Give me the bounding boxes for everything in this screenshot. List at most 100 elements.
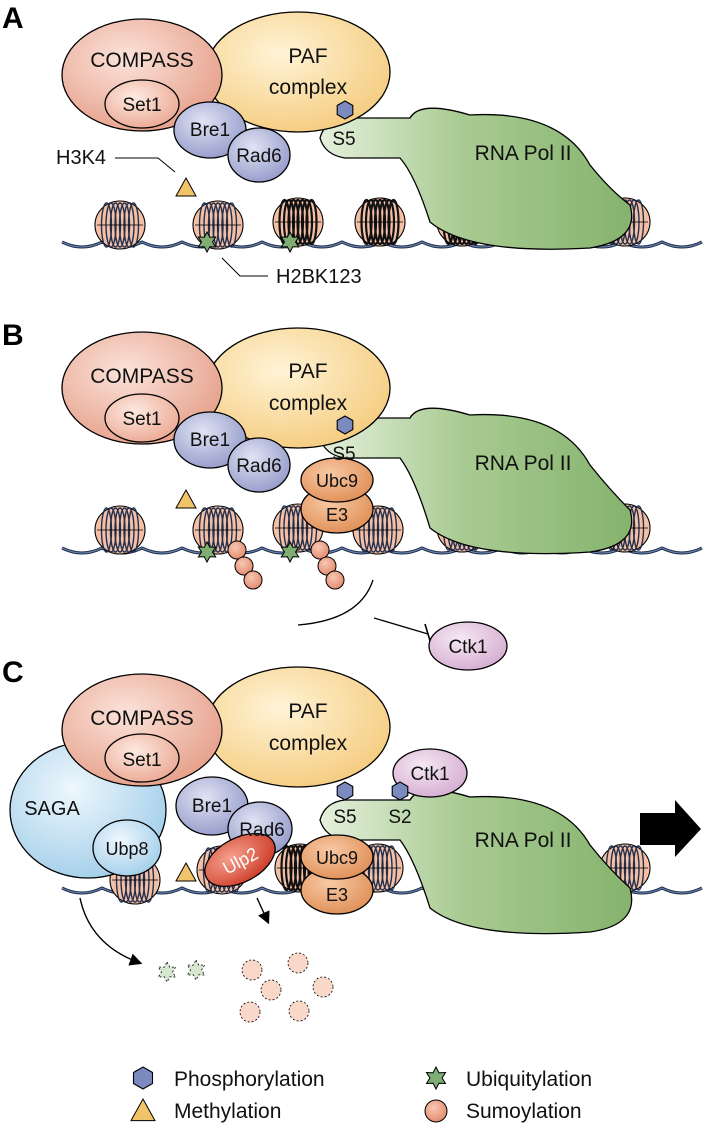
released-sumo — [287, 952, 309, 974]
nucleosome — [354, 197, 406, 247]
nucleosome — [94, 505, 146, 555]
s2-label: S2 — [388, 807, 411, 828]
phosphorylation-mark — [336, 415, 354, 435]
set1 — [104, 393, 180, 443]
paf-label-line1: PAF — [288, 45, 327, 68]
inhibition-arc — [297, 579, 374, 626]
legend-sumoylation: Sumoylation — [466, 1100, 582, 1123]
s5-label: S5 — [333, 807, 356, 828]
legend-phosphorylation: Phosphorylation — [174, 1068, 325, 1091]
ubiquitylation-mark — [280, 540, 300, 564]
released-ubiquitin — [186, 959, 206, 981]
released-sumo — [241, 959, 263, 981]
methylation-mark — [175, 861, 197, 882]
compass-label: COMPASS — [90, 707, 193, 730]
compass-complex — [61, 331, 223, 445]
bre1-label: Bre1 — [192, 796, 232, 817]
bre1-label: Bre1 — [190, 430, 230, 451]
rna-pol-ii-body — [319, 107, 633, 250]
legend-methylation: Methylation — [174, 1100, 281, 1123]
s5-label: S5 — [332, 129, 355, 150]
sumo-mark — [310, 540, 330, 560]
released-sumo — [260, 979, 282, 1001]
rad6-label: Rad6 — [236, 146, 281, 167]
phosphorylation-legend-icon — [132, 1066, 154, 1090]
legend-ubiquitylation: Ubiquitylation — [466, 1068, 592, 1091]
phosphorylation-mark — [336, 781, 354, 801]
saga-label: SAGA — [24, 798, 80, 820]
rna-pol-ii-label: RNA Pol II — [475, 829, 572, 852]
paf-label-line2: complex — [269, 76, 348, 99]
ctk1-label: Ctk1 — [410, 764, 449, 785]
ubc9 — [300, 834, 374, 880]
sumo-mark — [325, 570, 345, 590]
rad6 — [227, 127, 291, 183]
desumoylation-arrow — [256, 897, 270, 925]
ctk1 — [392, 748, 468, 798]
methylation-mark — [175, 488, 197, 509]
set1 — [104, 79, 180, 129]
paf-label-line2: complex — [269, 732, 348, 755]
methylation-mark — [175, 176, 197, 197]
ubc9 — [300, 457, 374, 503]
ubiquitylation-mark — [280, 230, 300, 254]
panel-letter-a: A — [2, 2, 24, 35]
released-sumo — [288, 1000, 310, 1022]
nucleosome — [272, 197, 324, 247]
ubiquitylation-mark — [197, 540, 217, 564]
rad6-label: Rad6 — [236, 456, 281, 477]
paf-label-line1: PAF — [288, 700, 327, 723]
legend: Phosphorylation Methylation Ubiquitylati… — [130, 1065, 592, 1123]
ubiquitylation-mark — [197, 230, 217, 254]
phosphorylation-mark — [391, 781, 409, 801]
h2bk123-leader-line — [221, 257, 268, 277]
panel-c: C COMPASS Set1 PAF complex SAGA Ubp8 — [2, 656, 703, 1023]
ubiquitylation-legend-icon — [425, 1065, 447, 1091]
released-sumo — [239, 1001, 261, 1023]
elongation-arrow — [640, 800, 701, 857]
ubp8-label: Ubp8 — [105, 839, 148, 859]
rna-pol-ii-label: RNA Pol II — [475, 452, 572, 475]
panel-b: B COMPASS Set1 PAF complex Bre1 Rad6 S5 … — [2, 319, 703, 671]
sumo-mark — [227, 540, 247, 560]
compass-label: COMPASS — [90, 49, 193, 72]
ctk1-label: Ctk1 — [448, 637, 487, 658]
paf-complex — [205, 666, 391, 788]
paf-label-line1: PAF — [288, 360, 327, 383]
ubc9-label: Ubc9 — [316, 848, 358, 868]
nucleosome — [192, 200, 244, 250]
panel-a: A COMPASS Set1 PAF complex Bre1 Rad6 S5 … — [2, 2, 703, 288]
set1-label: Set1 — [122, 409, 161, 430]
compass-complex — [61, 673, 223, 787]
ctk1 — [428, 621, 508, 671]
nucleosome — [192, 505, 244, 555]
phosphorylation-mark — [336, 100, 354, 120]
ulp2 — [204, 832, 276, 888]
rad6-label: Rad6 — [239, 820, 284, 841]
sumoylation-legend-icon — [424, 1099, 448, 1123]
set1-label: Set1 — [122, 750, 161, 771]
rna-pol-ii-label: RNA Pol II — [475, 142, 572, 165]
s5-label: S5 — [332, 444, 355, 465]
set1 — [104, 733, 180, 783]
e3-label: E3 — [326, 885, 348, 905]
ubp8 — [92, 819, 162, 877]
bre1-label: Bre1 — [190, 120, 230, 141]
ubc9-label: Ubc9 — [316, 471, 358, 491]
rad6 — [227, 437, 291, 493]
sumo-mark — [234, 556, 254, 576]
deubiquitylation-arrow — [79, 897, 143, 966]
paf-label-line2: complex — [269, 392, 348, 415]
rna-pol-ii-body — [319, 407, 633, 555]
h3k4-leader-line — [115, 157, 176, 173]
inhibition-line — [373, 617, 429, 635]
released-sumo — [312, 976, 334, 998]
h2bk123-label: H2BK123 — [276, 266, 362, 288]
nucleosome — [94, 200, 146, 250]
set1-label: Set1 — [122, 95, 161, 116]
h3k4-label: H3K4 — [56, 147, 106, 169]
sumo-mark — [243, 570, 263, 590]
panel-letter-b: B — [2, 319, 24, 352]
compass-complex — [61, 18, 223, 132]
